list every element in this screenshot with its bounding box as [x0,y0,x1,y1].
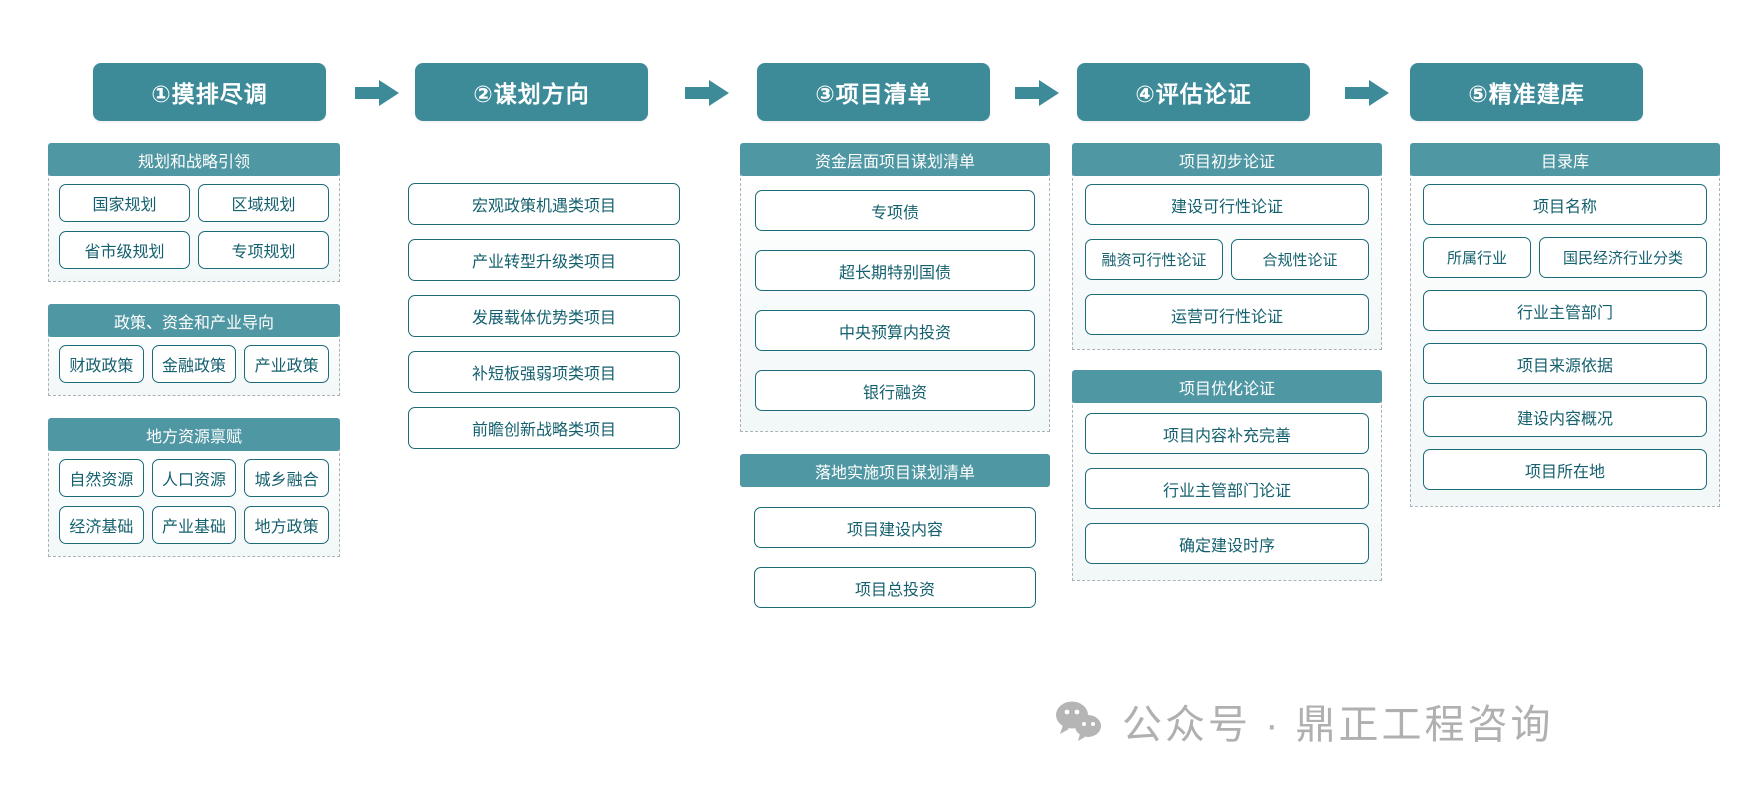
stage-column-3: ③项目清单 资金层面项目谋划清单 专项债 超长期特别国债 中央预算内投资 银行融… [740,0,1050,608]
item-card[interactable]: 项目建设内容 [754,507,1036,548]
item-card[interactable]: 确定建设时序 [1085,523,1369,564]
item-card[interactable]: 产业基础 [151,506,237,544]
card-row: 国家规划 区域规划 [59,184,329,222]
item-card[interactable]: 宏观政策机遇类项目 [408,183,680,225]
card-row: 项目内容补充完善 [1085,413,1369,454]
group-2-1: 宏观政策机遇类项目 产业转型升级类项目 发展载体优势类项目 补短板强弱项类项目 … [408,173,680,449]
item-card[interactable]: 项目总投资 [754,567,1036,608]
group-body: 国家规划 区域规划 省市级规划 专项规划 [48,168,340,282]
stage-column-4: ④评估论证 项目初步论证 建设可行性论证 融资可行性论证 合规性论证 运营可行性… [1072,0,1382,581]
arrow-step2-step3 [685,80,729,106]
item-card[interactable]: 补短板强弱项类项目 [408,351,680,393]
card-row: 省市级规划 专项规划 [59,231,329,269]
group-1-1: 规划和战略引领 国家规划 区域规划 省市级规划 专项规划 [48,143,340,282]
group-body: 项目名称 所属行业 国民经济行业分类 行业主管部门 项目来源依据 建设内容概况 … [1410,168,1720,507]
item-card[interactable]: 国家规划 [59,184,190,222]
item-card[interactable]: 建设可行性论证 [1085,184,1369,225]
item-card[interactable]: 人口资源 [151,459,237,497]
group-title: 项目优化论证 [1072,370,1382,403]
group-title: 资金层面项目谋划清单 [740,143,1050,176]
item-card[interactable]: 中央预算内投资 [755,310,1035,351]
group-title: 政策、资金和产业导向 [48,304,340,337]
item-card[interactable]: 经济基础 [59,506,144,544]
item-card[interactable]: 专项债 [755,190,1035,231]
arrow-step1-step2 [355,80,399,106]
card-row: 确定建设时序 [1085,523,1369,564]
step-pill-1[interactable]: ①摸排尽调 [93,63,326,121]
item-card[interactable]: 产业政策 [244,345,330,383]
card-row: 融资可行性论证 合规性论证 [1085,239,1369,280]
item-card[interactable]: 国民经济行业分类 [1539,237,1707,278]
watermark: 公众号 · 鼎正工程咨询 [1052,692,1554,750]
arrow-step3-step4 [1015,80,1059,106]
item-card[interactable]: 区域规划 [198,184,329,222]
group-3-2: 落地实施项目谋划清单 项目建设内容 项目总投资 [740,454,1050,608]
card-row: 建设内容概况 [1423,396,1707,437]
item-card[interactable]: 金融政策 [151,345,237,383]
card-row: 运营可行性论证 [1085,294,1369,335]
card-row: 建设可行性论证 [1085,184,1369,225]
group-title: 目录库 [1410,143,1720,176]
item-card[interactable]: 发展载体优势类项目 [408,295,680,337]
group-body: 自然资源 人口资源 城乡融合 经济基础 产业基础 地方政策 [48,443,340,557]
group-body: 建设可行性论证 融资可行性论证 合规性论证 运营可行性论证 [1072,168,1382,350]
card-row: 财政政策 金融政策 产业政策 [59,345,330,383]
card-row: 经济基础 产业基础 地方政策 [59,506,330,544]
item-card[interactable]: 城乡融合 [244,459,330,497]
card-row: 所属行业 国民经济行业分类 [1423,237,1707,278]
item-card[interactable]: 项目所在地 [1423,449,1707,490]
group-body: 宏观政策机遇类项目 产业转型升级类项目 发展载体优势类项目 补短板强弱项类项目 … [408,173,680,449]
card-row: 自然资源 人口资源 城乡融合 [59,459,330,497]
group-title: 项目初步论证 [1072,143,1382,176]
group-5-1: 目录库 项目名称 所属行业 国民经济行业分类 行业主管部门 项目来源依据 建设内… [1410,143,1720,507]
item-card[interactable]: 前瞻创新战略类项目 [408,407,680,449]
item-card[interactable]: 财政政策 [59,345,144,383]
card-row: 项目名称 [1423,184,1707,225]
group-title: 地方资源禀赋 [48,418,340,451]
item-card[interactable]: 项目名称 [1423,184,1707,225]
item-card[interactable]: 所属行业 [1423,237,1531,278]
item-card[interactable]: 行业主管部门论证 [1085,468,1369,509]
arrow-step4-step5 [1345,80,1389,106]
card-row: 项目所在地 [1423,449,1707,490]
group-4-1: 项目初步论证 建设可行性论证 融资可行性论证 合规性论证 运营可行性论证 [1072,143,1382,350]
item-card[interactable]: 项目来源依据 [1423,343,1707,384]
group-1-2: 政策、资金和产业导向 财政政策 金融政策 产业政策 [48,304,340,396]
step-pill-2[interactable]: ②谋划方向 [415,63,648,121]
group-3-1: 资金层面项目谋划清单 专项债 超长期特别国债 中央预算内投资 银行融资 [740,143,1050,432]
item-card[interactable]: 银行融资 [755,370,1035,411]
item-card[interactable]: 自然资源 [59,459,144,497]
wechat-icon [1052,700,1106,742]
group-4-2: 项目优化论证 项目内容补充完善 行业主管部门论证 确定建设时序 [1072,370,1382,581]
group-title: 落地实施项目谋划清单 [740,454,1050,487]
item-card[interactable]: 项目内容补充完善 [1085,413,1369,454]
stage-column-2: ②谋划方向 宏观政策机遇类项目 产业转型升级类项目 发展载体优势类项目 补短板强… [408,0,680,449]
group-title: 规划和战略引领 [48,143,340,176]
stage-column-5: ⑤精准建库 目录库 项目名称 所属行业 国民经济行业分类 行业主管部门 项目来源… [1410,0,1720,507]
group-body: 项目建设内容 项目总投资 [740,507,1050,608]
group-body: 财政政策 金融政策 产业政策 [48,329,340,396]
item-card[interactable]: 行业主管部门 [1423,290,1707,331]
item-card[interactable]: 建设内容概况 [1423,396,1707,437]
stage-column-1: ①摸排尽调 规划和战略引领 国家规划 区域规划 省市级规划 专项规划 政策、资金… [48,0,340,557]
group-1-3: 地方资源禀赋 自然资源 人口资源 城乡融合 经济基础 产业基础 地方政策 [48,418,340,557]
group-body: 专项债 超长期特别国债 中央预算内投资 银行融资 [740,168,1050,432]
step-pill-3[interactable]: ③项目清单 [757,63,990,121]
item-card[interactable]: 专项规划 [198,231,329,269]
card-row: 行业主管部门 [1423,290,1707,331]
item-card[interactable]: 合规性论证 [1231,239,1369,280]
step-pill-5[interactable]: ⑤精准建库 [1410,63,1643,121]
item-card[interactable]: 省市级规划 [59,231,190,269]
item-card[interactable]: 运营可行性论证 [1085,294,1369,335]
card-row: 项目来源依据 [1423,343,1707,384]
group-body: 项目内容补充完善 行业主管部门论证 确定建设时序 [1072,395,1382,581]
step-pill-4[interactable]: ④评估论证 [1077,63,1310,121]
item-card[interactable]: 融资可行性论证 [1085,239,1223,280]
item-card[interactable]: 产业转型升级类项目 [408,239,680,281]
watermark-text: 公众号 · 鼎正工程咨询 [1122,703,1554,747]
item-card[interactable]: 超长期特别国债 [755,250,1035,291]
item-card[interactable]: 地方政策 [244,506,330,544]
card-row: 行业主管部门论证 [1085,468,1369,509]
